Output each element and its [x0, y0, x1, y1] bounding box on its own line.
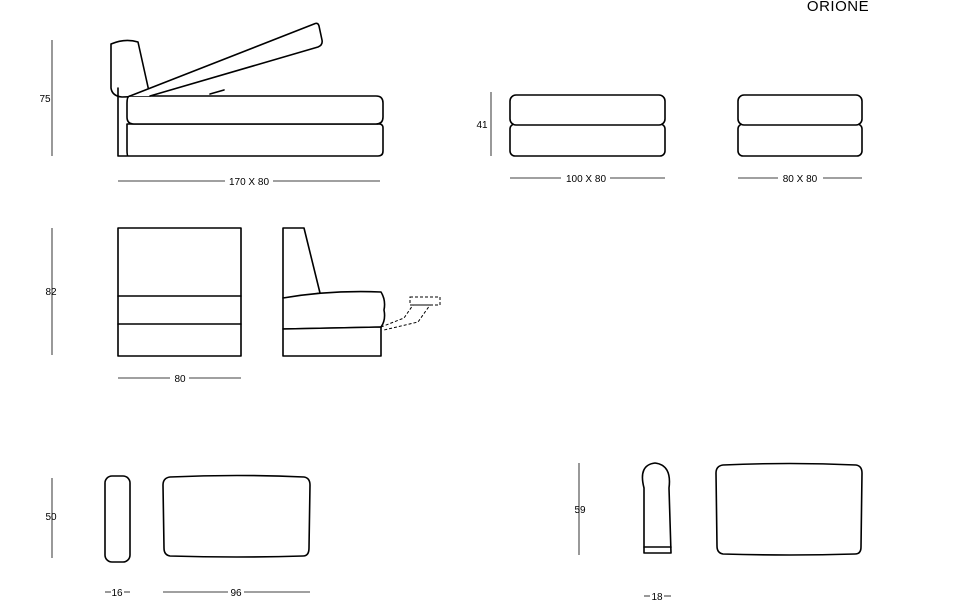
- cushion-width-label: 96: [230, 588, 242, 599]
- chaise-lifted-top: [129, 22, 323, 97]
- pouf-small-view: 80 X 80: [737, 94, 863, 185]
- pouf-height-label: 41: [476, 120, 488, 131]
- seat-front-view: 82 80: [45, 227, 242, 385]
- pouf-small-base: [737, 123, 863, 157]
- pouf-small-cushion: [737, 94, 863, 126]
- cushion-depth-label: 16: [111, 588, 123, 599]
- chaise-longue-view: 75 170 X 80: [39, 22, 384, 188]
- recliner-seat-cushion: [282, 290, 386, 330]
- chaise-base: [126, 123, 384, 157]
- seat-front-outline: [117, 227, 242, 357]
- pouf-small-size-label: 80 X 80: [783, 174, 818, 185]
- cushion-side: [104, 475, 131, 563]
- seat-width-label: 80: [174, 374, 186, 385]
- recliner-footrest: [409, 296, 441, 306]
- chaise-height-label: 75: [39, 94, 51, 105]
- armrest-front: [715, 462, 863, 556]
- cushion-height-label: 50: [45, 512, 57, 523]
- chaise-width-label: 170 X 80: [229, 177, 269, 188]
- chaise-backrest: [110, 39, 151, 98]
- chaise-back-support: [117, 87, 128, 157]
- chaise-mattress: [126, 95, 384, 125]
- armrest-height-label: 59: [574, 505, 586, 516]
- armrest-views: 59 18: [574, 462, 863, 600]
- recliner-backrest: [282, 227, 321, 299]
- recliner-side-view: [282, 227, 441, 357]
- pouf-large-cushion: [509, 94, 666, 126]
- pouf-large-size-label: 100 X 80: [566, 174, 606, 185]
- recliner-footrest-arm: [380, 304, 431, 331]
- pouf-large-view: 41 100 X 80: [476, 92, 666, 185]
- armrest-depth-label: 18: [651, 592, 663, 600]
- armrest-side: [641, 462, 672, 554]
- cushion-views: 50 16 96: [45, 474, 311, 599]
- product-title: ORIONE: [807, 0, 869, 15]
- recliner-base: [282, 326, 382, 357]
- pouf-large-base: [509, 123, 666, 157]
- cushion-front: [162, 474, 311, 558]
- seat-height-label: 82: [45, 287, 57, 298]
- chaise-strap: [209, 89, 225, 95]
